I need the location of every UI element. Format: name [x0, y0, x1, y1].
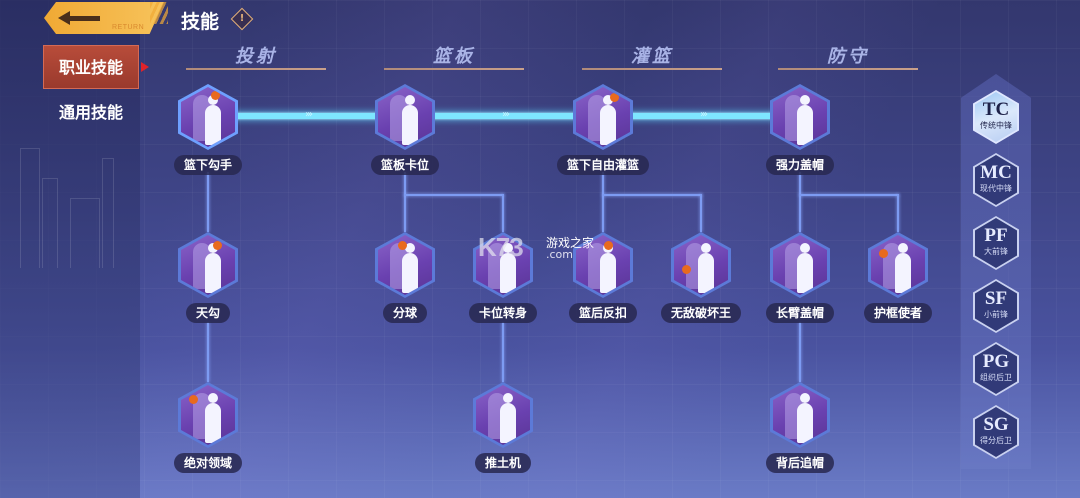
- skill-tree-main-line: [230, 113, 790, 119]
- skill-node-long-arm-block[interactable]: 长臂盖帽: [750, 232, 850, 332]
- basketball-player-icon: [378, 235, 432, 295]
- connector-line: [799, 194, 899, 196]
- connector-line: [897, 194, 899, 232]
- skill-node-chase-down-block[interactable]: 背后追帽: [750, 382, 850, 482]
- back-button[interactable]: RETURN: [44, 2, 164, 34]
- basketball-player-icon: [181, 87, 235, 147]
- skill-label: 篮下自由灌篮: [556, 155, 649, 175]
- basketball-player-icon: [871, 235, 925, 295]
- position-name: 传统中锋: [980, 121, 1012, 130]
- skill-label: 绝对领域: [173, 453, 242, 473]
- position-button-sf[interactable]: SF 小前锋: [973, 279, 1019, 333]
- connector-line: [799, 172, 801, 232]
- basketball-player-icon: [674, 235, 728, 295]
- position-code: PF: [984, 225, 1008, 246]
- tab-label: 通用技能: [58, 103, 123, 122]
- connector-line: [207, 172, 209, 232]
- connector-line: [207, 322, 209, 382]
- position-name: 小前锋: [984, 310, 1008, 319]
- skill-node-bulldozer[interactable]: 推土机: [453, 382, 553, 482]
- skill-label: 护框使者: [863, 303, 932, 323]
- skill-label: 篮下勾手: [173, 155, 242, 175]
- skill-label: 推土机: [474, 453, 531, 473]
- position-code: SF: [984, 288, 1008, 309]
- position-code: PG: [982, 351, 1010, 372]
- connector-line: [502, 194, 504, 232]
- position-button-pg[interactable]: PG 组织后卫: [973, 342, 1019, 396]
- connector-line: [602, 172, 604, 232]
- basketball-player-icon: [773, 385, 827, 445]
- skill-node-destroyer[interactable]: 无敌破坏王: [651, 232, 751, 332]
- position-name: 大前锋: [984, 247, 1008, 256]
- info-icon[interactable]: !: [230, 7, 254, 31]
- tab-general-skills[interactable]: 通用技能: [43, 91, 139, 135]
- position-name: 得分后卫: [980, 436, 1012, 445]
- chevron-right-icon: ›››: [502, 109, 510, 120]
- stripes-decoration: [150, 2, 168, 24]
- basketball-player-icon: [476, 235, 530, 295]
- connector-line: [799, 322, 801, 382]
- position-code: MC: [980, 162, 1012, 183]
- skill-label: 无敌破坏王: [660, 303, 741, 323]
- skill-label: 长臂盖帽: [765, 303, 834, 323]
- position-button-sg[interactable]: SG 得分后卫: [973, 405, 1019, 459]
- connector-line: [602, 194, 702, 196]
- connector-line: [700, 194, 702, 232]
- category-divider: [778, 68, 918, 70]
- page-title: 技能: [181, 11, 220, 33]
- skill-node-power-block[interactable]: 强力盖帽: [750, 84, 850, 184]
- connector-line: [502, 322, 504, 382]
- position-code: TC: [982, 99, 1010, 120]
- back-button-label: RETURN: [112, 24, 145, 31]
- skill-node-hook-shot[interactable]: 篮下勾手: [158, 84, 258, 184]
- position-button-pf[interactable]: PF 大前锋: [973, 216, 1019, 270]
- position-button-tc[interactable]: TC 传统中锋: [973, 90, 1019, 144]
- chevron-right-icon: ›››: [305, 109, 313, 120]
- skill-label: 分球: [382, 303, 427, 323]
- skill-node-reverse-dunk[interactable]: 篮后反扣: [553, 232, 653, 332]
- position-name: 组织后卫: [980, 373, 1012, 382]
- chevron-right-icon: ›››: [700, 109, 708, 120]
- skill-node-box-out[interactable]: 篮板卡位: [355, 84, 455, 184]
- skill-node-free-dunk[interactable]: 篮下自由灌篮: [553, 84, 653, 184]
- skill-node-rim-protector[interactable]: 护框使者: [848, 232, 948, 332]
- category-shooting: 投射: [235, 46, 277, 67]
- connector-line: [404, 172, 406, 232]
- basketball-player-icon: [378, 87, 432, 147]
- basketball-player-icon: [576, 235, 630, 295]
- tab-profession-skills[interactable]: 职业技能: [43, 45, 139, 89]
- skill-label: 天勾: [185, 303, 230, 323]
- position-code: SG: [983, 414, 1009, 435]
- position-button-mc[interactable]: MC 现代中锋: [973, 153, 1019, 207]
- category-divider: [582, 68, 722, 70]
- skill-node-post-spin[interactable]: 卡位转身: [453, 232, 553, 332]
- category-divider: [186, 68, 326, 70]
- back-arrow-icon: [58, 11, 100, 25]
- skill-label: 篮后反扣: [568, 303, 637, 323]
- position-name: 现代中锋: [980, 184, 1012, 193]
- basketball-player-icon: [476, 385, 530, 445]
- skill-node-tip-pass[interactable]: 分球: [355, 232, 455, 332]
- basketball-player-icon: [181, 385, 235, 445]
- category-rebound: 篮板: [433, 46, 475, 67]
- basketball-player-icon: [773, 87, 827, 147]
- skill-label: 背后追帽: [765, 453, 834, 473]
- basketball-player-icon: [773, 235, 827, 295]
- category-dunk: 灌篮: [631, 46, 673, 67]
- category-divider: [384, 68, 524, 70]
- skyline-decoration: [10, 128, 130, 268]
- skill-node-absolute-domain[interactable]: 绝对领域: [158, 382, 258, 482]
- basketball-player-icon: [576, 87, 630, 147]
- connector-line: [404, 194, 504, 196]
- skill-label: 强力盖帽: [765, 155, 834, 175]
- tab-label: 职业技能: [58, 58, 123, 77]
- active-tab-indicator-icon: [141, 62, 149, 72]
- category-defense: 防守: [827, 46, 869, 67]
- skill-node-sky-hook[interactable]: 天勾: [158, 232, 258, 332]
- skill-label: 篮板卡位: [370, 155, 439, 175]
- basketball-player-icon: [181, 235, 235, 295]
- skill-label: 卡位转身: [468, 303, 537, 323]
